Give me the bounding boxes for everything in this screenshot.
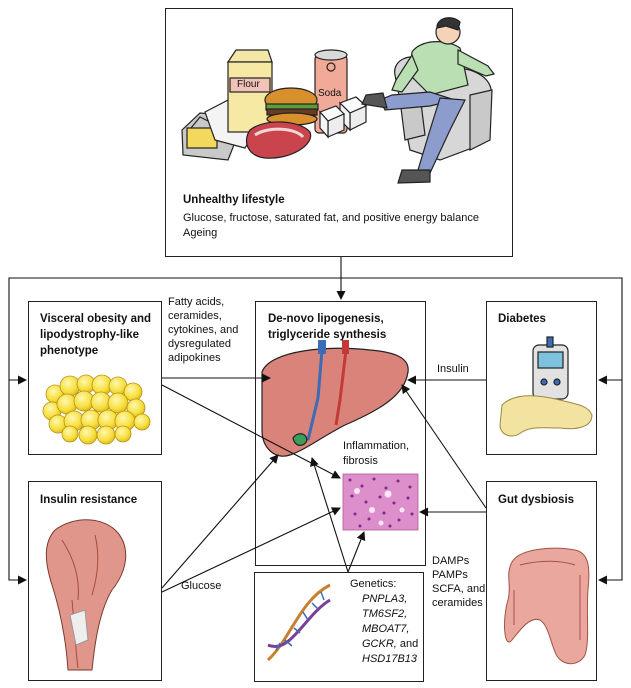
insulin-resistance-title: Insulin resistance xyxy=(40,494,138,506)
gene-gckr: GCKR, xyxy=(362,638,397,650)
gene-gckr-suffix: and xyxy=(396,638,419,650)
visceral-title-2: lipodystrophy-like xyxy=(40,329,140,341)
dna-icon xyxy=(266,583,331,662)
lifestyle-line-1: Glucose, fructose, saturated fat, and po… xyxy=(183,212,479,224)
gene-pnpla3: PNPLA3, xyxy=(362,593,408,605)
fatty-acids-label-2: ceramides, xyxy=(168,310,222,322)
gut-dysbiosis-title: Gut dysbiosis xyxy=(498,494,575,506)
insulin-label: Insulin xyxy=(437,363,469,375)
genetics-box xyxy=(254,572,424,682)
flour-label: Flour xyxy=(237,79,260,90)
pancreas-icon xyxy=(499,395,593,437)
fatty-acids-label-1: Fatty acids, xyxy=(168,296,225,308)
muscle-arm-icon xyxy=(45,519,127,671)
food-icon xyxy=(181,49,368,161)
glucose-meter-icon xyxy=(532,336,569,400)
liver-icon xyxy=(261,340,409,457)
connector-arrows xyxy=(8,257,623,593)
soda-label: Soda xyxy=(318,88,342,99)
diabetes-title: Diabetes xyxy=(498,313,546,325)
inflammation-label-2: fibrosis xyxy=(343,455,378,467)
genetics-label: Genetics: xyxy=(350,578,397,590)
fatty-acids-label-4: dysregulated xyxy=(168,338,231,350)
fatty-acids-label-5: adipokines xyxy=(168,352,221,364)
center-title-1: De-novo lipogenesis, xyxy=(268,313,384,325)
gene-tm6sf2: TM6SF2, xyxy=(362,608,408,620)
gene-gckr-line: GCKR, and xyxy=(362,638,418,652)
damps-label-1: DAMPs xyxy=(432,555,470,567)
gene-hsd17b13: HSD17B13 xyxy=(362,653,418,665)
histology-icon xyxy=(342,473,419,531)
damps-label-4: ceramides xyxy=(432,597,483,609)
fatty-acids-label-3: cytokines, and xyxy=(168,324,239,336)
lifestyle-title: Unhealthy lifestyle xyxy=(183,194,285,206)
center-title-2: triglyceride synthesis xyxy=(268,329,387,341)
damps-label-2: PAMPs xyxy=(432,569,468,581)
visceral-title-1: Visceral obesity and xyxy=(40,313,152,325)
inflammation-label-1: Inflammation, xyxy=(343,440,410,452)
damps-label-3: SCFA, and xyxy=(432,583,486,595)
visceral-title-3: phenotype xyxy=(40,345,99,357)
lifestyle-line-2: Ageing xyxy=(183,227,218,239)
gene-mboat7: MBOAT7, xyxy=(362,623,410,635)
glucose-label: Glucose xyxy=(181,580,222,592)
man-in-armchair-icon xyxy=(361,17,496,184)
fat-cells-icon xyxy=(42,374,151,445)
colon-icon xyxy=(504,547,590,665)
